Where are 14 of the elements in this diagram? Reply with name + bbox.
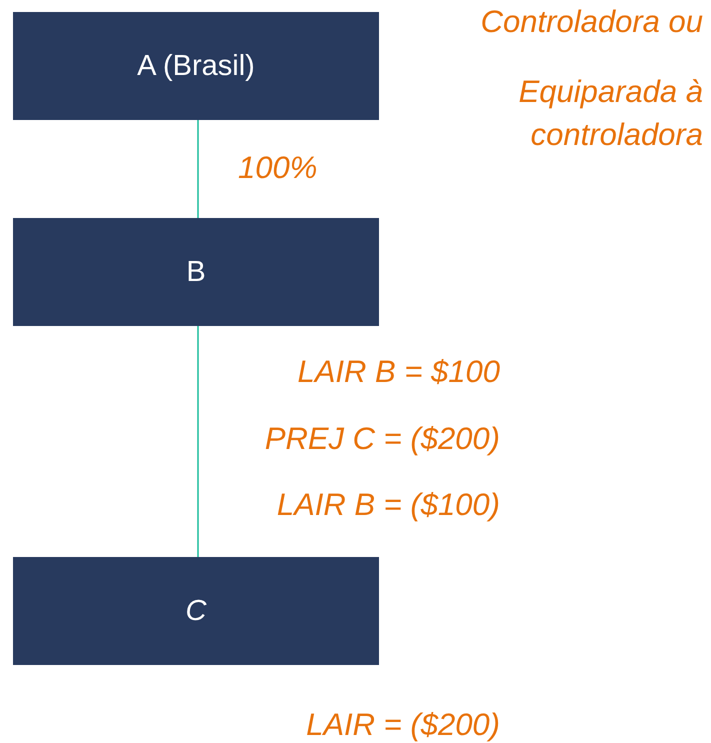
connector-line: [197, 120, 199, 218]
note-text: LAIR B = $100: [296, 353, 500, 391]
process-box: [13, 218, 379, 326]
connector-line: [197, 326, 199, 557]
process-box: [13, 12, 379, 120]
note-text: LAIR B = ($100): [276, 486, 500, 524]
box-label: C: [186, 594, 206, 628]
note-text: PREJ C = ($200): [264, 420, 500, 458]
process-box: [13, 557, 379, 665]
box-label: B: [186, 256, 206, 288]
note-text: LAIR = ($200): [305, 706, 500, 743]
note-text: Controladora ou: [480, 3, 703, 41]
box-label: A (Brasil): [137, 50, 255, 82]
note-text: Equiparada à controladora: [518, 73, 703, 154]
